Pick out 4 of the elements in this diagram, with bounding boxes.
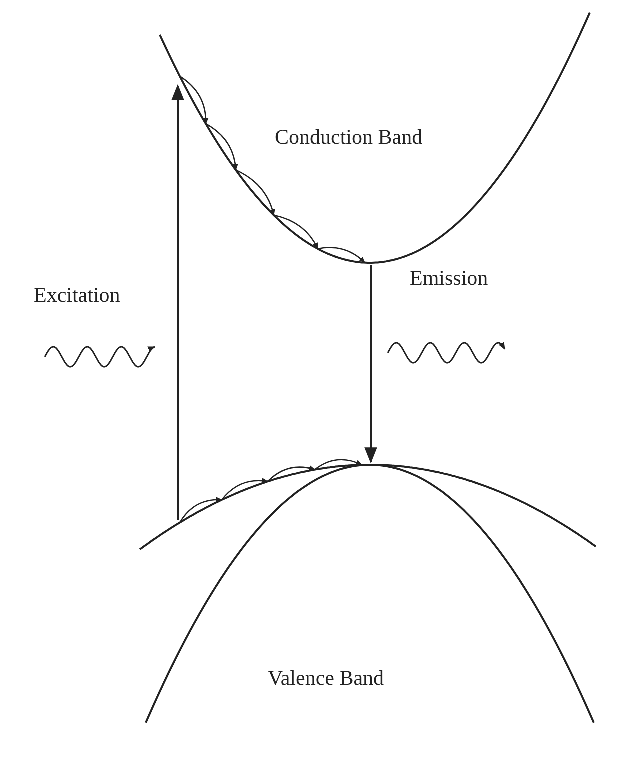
process-label: Emission bbox=[410, 266, 488, 291]
band-label: Valence Band bbox=[268, 666, 384, 691]
process-label: Excitation bbox=[34, 283, 120, 308]
band-label: Conduction Band bbox=[275, 125, 423, 150]
